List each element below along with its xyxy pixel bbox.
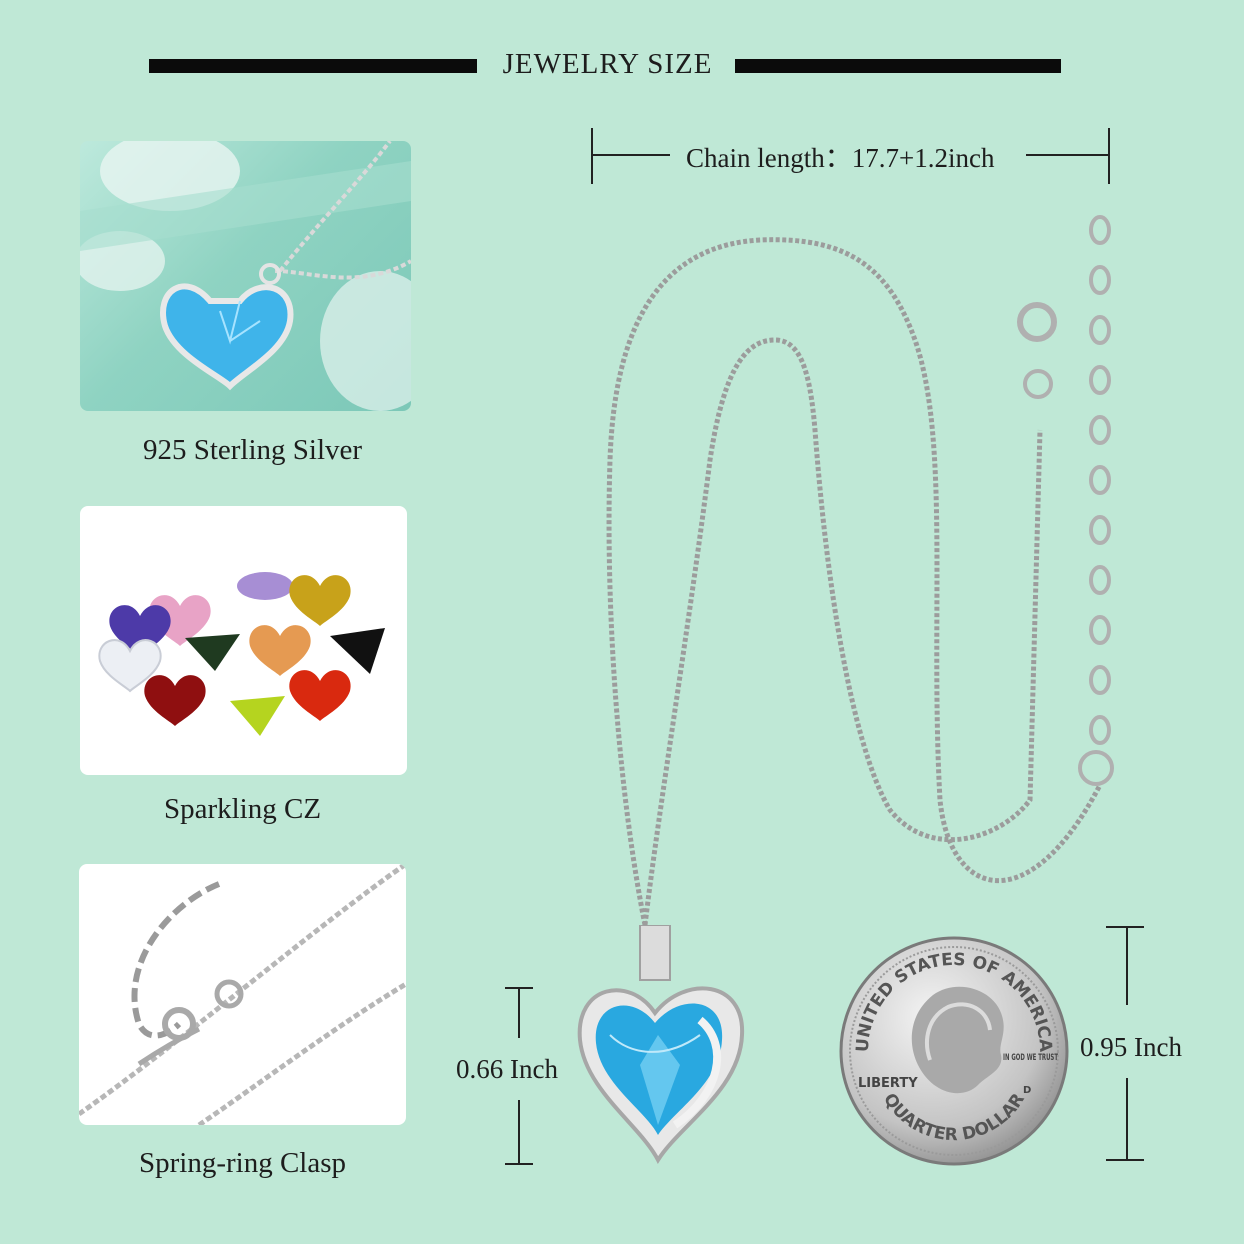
coin-diameter-label: 0.95 Inch	[1080, 1032, 1182, 1062]
header-rule-left	[149, 59, 477, 73]
coin-diameter-rule-top	[1126, 927, 1128, 1005]
chain-length-rule-right	[1026, 154, 1109, 156]
caption-sparkling-cz: Sparkling CZ	[163, 793, 322, 825]
chain-length-tick-left	[591, 128, 593, 184]
pendant-height-rule-top	[518, 988, 520, 1038]
pendant-photo-icon	[80, 141, 411, 411]
caption-spring-ring-clasp: Spring-ring Clasp	[138, 1147, 347, 1179]
pendant-height-rule-bottom	[518, 1100, 520, 1164]
page-title: JEWELRY SIZE	[502, 48, 713, 80]
necklace-illustration	[606, 215, 1114, 926]
sterling-silver-photo	[80, 141, 411, 411]
chain-length-label: Chain length：17.7+1.2inch	[686, 143, 995, 173]
coin-diameter-rule-bottom	[1126, 1078, 1128, 1160]
gemstones-icon	[98, 572, 385, 736]
clasp-chain-icon	[79, 864, 406, 1125]
coin-diameter-top-tick	[1106, 926, 1144, 928]
coin-mint-mark: D	[1023, 1085, 1031, 1096]
coin-motto: IN GOD WE TRUST	[1003, 1053, 1059, 1063]
chain-length-rule-left	[593, 154, 670, 156]
coin-liberty: LIBERTY	[858, 1076, 918, 1091]
caption-sterling-silver: 925 Sterling Silver	[142, 434, 363, 466]
pendant-height-bottom-tick	[505, 1163, 533, 1165]
chain-length-tick-right	[1108, 128, 1110, 184]
spring-ring-clasp-photo	[79, 864, 406, 1125]
quarter-coin: UNITED STATES OF AMERICA QUARTER DOLLAR …	[839, 936, 1069, 1166]
pendant-height-label: 0.66 Inch	[456, 1054, 558, 1084]
sparkling-cz-photo	[80, 506, 407, 775]
heart-pendant	[577, 925, 745, 1165]
header-rule-right	[735, 59, 1061, 73]
coin-diameter-bottom-tick	[1106, 1159, 1144, 1161]
